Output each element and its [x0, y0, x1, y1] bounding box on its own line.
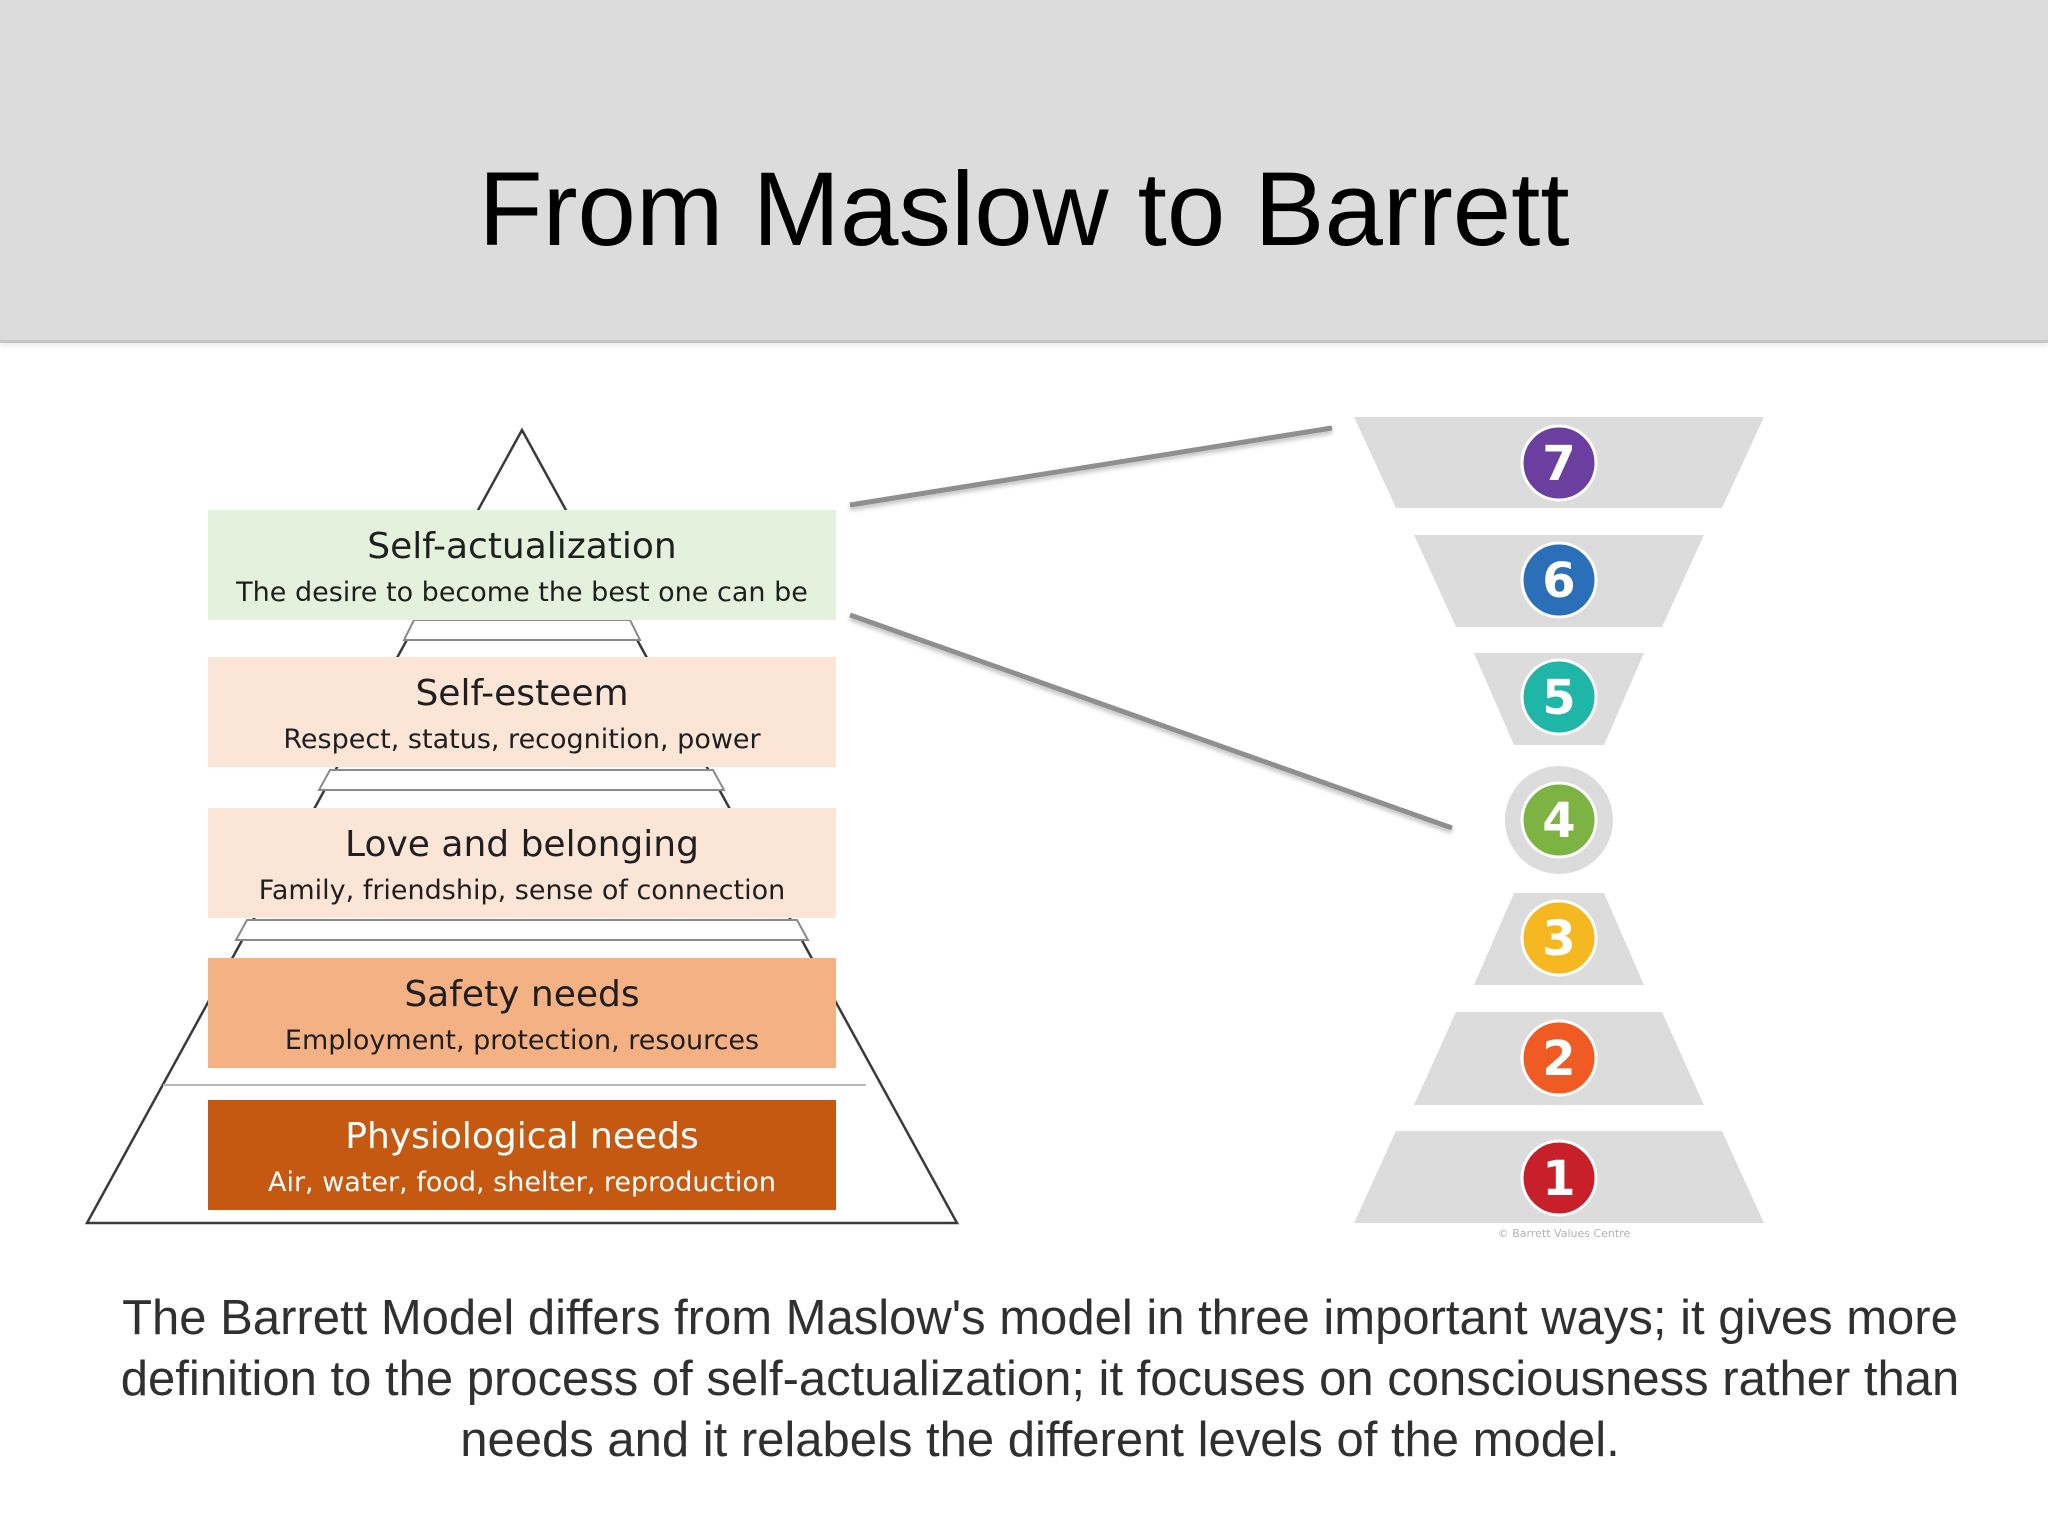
barrett-level-1: 1 [1354, 1131, 1764, 1223]
slide-caption: The Barrett Model differs from Maslow's … [120, 1291, 1960, 1467]
pyramid-segment-2 [402, 619, 642, 641]
copyright-text: © Barrett Values Centre [1498, 1227, 1631, 1240]
pyramid-segment-4 [234, 919, 810, 941]
barrett-level-badge [1520, 658, 1598, 736]
barrett-model: 7 6 5 4 3 2 1 © Barrett Values Centre [1354, 417, 1764, 1240]
barrett-level-number: 2 [1542, 1031, 1575, 1087]
maslow-level-title: Self-esteem [415, 673, 628, 714]
barrett-level-badge [1520, 899, 1598, 977]
connector-line-top [849, 425, 1333, 508]
barrett-level-7: 7 [1354, 417, 1764, 508]
barrett-level-number: 6 [1542, 553, 1575, 609]
maslow-level-box [208, 510, 836, 620]
connector-line-bottom [849, 612, 1453, 831]
maslow-level-subtitle: Respect, status, recognition, power [283, 724, 761, 755]
maslow-level-box [208, 1100, 836, 1210]
pyramid-segment-3 [317, 769, 726, 791]
maslow-level-box [208, 808, 836, 918]
barrett-level-5: 5 [1474, 653, 1644, 745]
maslow-level-box [208, 958, 836, 1068]
barrett-level-6: 6 [1414, 535, 1704, 627]
barrett-level-badge [1520, 541, 1598, 619]
maslow-level-box [208, 657, 836, 767]
barrett-level-number: 5 [1542, 670, 1575, 726]
barrett-level-number: 7 [1542, 436, 1575, 492]
barrett-level-3: 3 [1474, 893, 1644, 985]
barrett-level-4: 4 [1505, 766, 1613, 874]
maslow-level-subtitle: Employment, protection, resources [285, 1025, 759, 1056]
barrett-level-badge [1520, 781, 1598, 859]
barrett-level-number: 3 [1542, 911, 1575, 967]
maslow-level-title: Physiological needs [345, 1116, 699, 1157]
maslow-level-subtitle: Air, water, food, shelter, reproduction [268, 1167, 776, 1198]
maslow-level-subtitle: Family, friendship, sense of connection [259, 875, 785, 906]
maslow-level-title: Safety needs [404, 974, 639, 1015]
barrett-level-badge [1520, 1019, 1598, 1097]
connector-lines [849, 425, 1453, 831]
barrett-level-2: 2 [1414, 1012, 1704, 1105]
title-bar [0, 0, 2048, 343]
slide-title: From Maslow to Barrett [478, 151, 1570, 268]
barrett-level-number: 1 [1542, 1151, 1575, 1207]
maslow-level-subtitle: The desire to become the best one can be [235, 577, 808, 608]
barrett-level-number: 4 [1542, 793, 1575, 849]
maslow-level-title: Self-actualization [367, 526, 676, 567]
maslow-level-title: Love and belonging [345, 824, 699, 865]
barrett-level-badge [1520, 1139, 1598, 1217]
barrett-level-badge [1520, 424, 1598, 502]
